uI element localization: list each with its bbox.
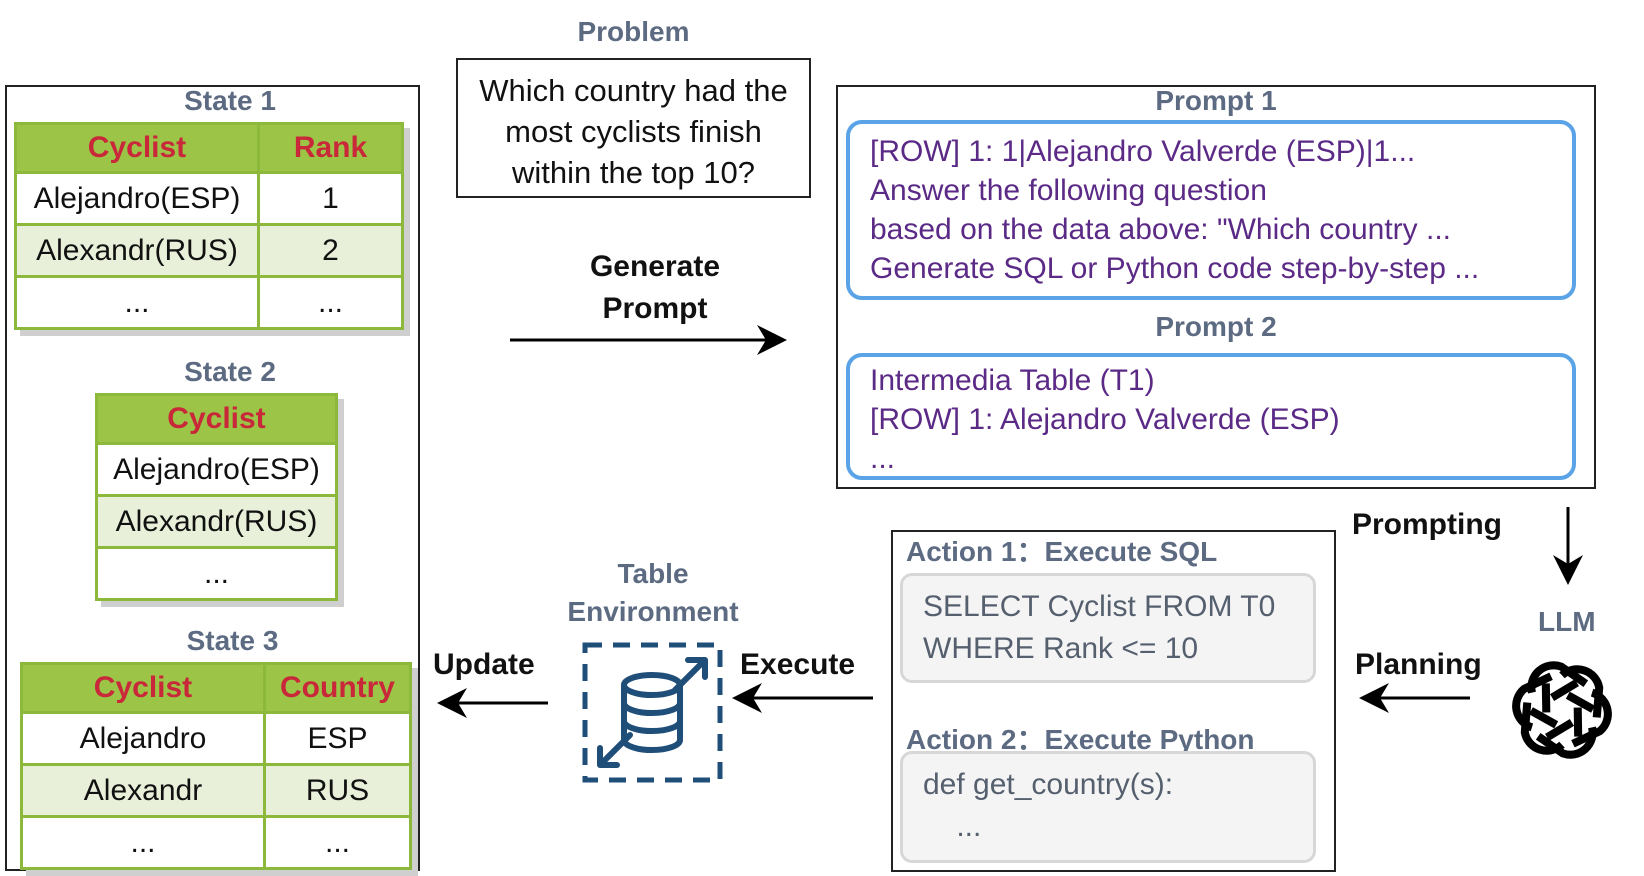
action-1-title: Action 1：Execute SQL: [906, 536, 1218, 567]
problem-line: within the top 10?: [511, 155, 755, 190]
prompt-2-title: Prompt 2: [1155, 311, 1277, 342]
prompt-line: [ROW] 1: Alejandro Valverde (ESP): [870, 403, 1340, 436]
prompt-line: [ROW] 1: 1|Alejandro Valverde (ESP)|1...: [870, 135, 1416, 168]
action-2-title: Action 2：Execute Python: [906, 724, 1255, 755]
table-cell: ...: [14, 275, 260, 330]
header-cell-cyclist: Cyclist: [20, 662, 266, 714]
prompt-line: Answer the following question: [870, 174, 1267, 207]
prompt-line: Intermedia Table (T1): [870, 364, 1155, 397]
table-cell: ESP: [263, 711, 412, 766]
environment-label: Table Environment: [553, 555, 753, 631]
problem-label: Problem: [577, 16, 690, 47]
code-line: SELECT Cyclist FROM T0: [923, 590, 1276, 623]
action-panel: [891, 530, 1336, 872]
table-cell: Alejandro(ESP): [14, 171, 260, 226]
table-cell: ...: [20, 815, 266, 870]
environment-line: Table: [617, 558, 689, 589]
prompt-line: Generate SQL or Python code step-by-step…: [870, 252, 1480, 285]
problem-line: most cyclists finish: [505, 114, 762, 149]
execute-label: Execute: [740, 648, 856, 681]
table-cell: Alexandr(RUS): [95, 494, 338, 549]
header-cell-cyclist: Cyclist: [95, 393, 338, 445]
prompt-1-title: Prompt 1: [1155, 85, 1277, 116]
table-cell: ...: [263, 815, 412, 870]
table-cell: ...: [257, 275, 404, 330]
generate-prompt-line: Prompt: [602, 292, 708, 325]
prompt-line: based on the data above: "Which country …: [870, 213, 1452, 246]
prompt-line: ...: [870, 442, 896, 475]
header-cell-cyclist: Cyclist: [14, 122, 260, 174]
table-cell: RUS: [263, 763, 412, 818]
state-1-title: State 1: [184, 85, 276, 116]
table-cell: 2: [257, 223, 404, 278]
table-cell: Alexandr(RUS): [14, 223, 260, 278]
prompt-panel: [836, 85, 1596, 489]
openai-logo-icon: [1500, 648, 1624, 772]
table-cell: 1: [257, 171, 404, 226]
states-panel: [5, 85, 420, 871]
table-cell: ...: [95, 546, 338, 601]
environment-line: Environment: [567, 596, 739, 627]
table-cell: Alejandro(ESP): [95, 442, 338, 497]
action-2-code: def get_country(s): ...: [900, 751, 1316, 863]
problem-box: Which country had the most cyclists fini…: [456, 58, 811, 198]
table-cell: Alexandr: [20, 763, 266, 818]
problem-line: Which country had the: [479, 73, 788, 108]
llm-label: LLM: [1538, 606, 1596, 637]
prompt-1-box: [ROW] 1: 1|Alejandro Valverde (ESP)|1...…: [846, 120, 1576, 300]
action-1-code: SELECT Cyclist FROM T0 WHERE Rank <= 10: [900, 573, 1316, 683]
state-3-title: State 3: [186, 625, 279, 656]
header-cell-country: Country: [263, 662, 412, 714]
database-icon: [582, 642, 723, 783]
prompting-label: Prompting: [1352, 508, 1502, 541]
table-cell: Alejandro: [20, 711, 266, 766]
code-line: WHERE Rank <= 10: [923, 632, 1199, 665]
code-line: ...: [923, 810, 982, 843]
state-1-table: Cyclist Rank Alejandro(ESP)1 Alexandr(RU…: [14, 122, 404, 330]
state-2-title: State 2: [184, 356, 276, 387]
header-cell-rank: Rank: [257, 122, 404, 174]
generate-prompt-line: Generate: [589, 250, 721, 283]
code-line: def get_country(s):: [923, 768, 1174, 801]
state-2-table: Cyclist Alejandro(ESP) Alexandr(RUS) ...: [95, 393, 338, 601]
planning-label: Planning: [1355, 648, 1482, 681]
prompt-2-box: Intermedia Table (T1) [ROW] 1: Alejandro…: [846, 353, 1576, 480]
generate-prompt-label: Generate Prompt: [540, 246, 770, 330]
update-label: Update: [433, 648, 535, 681]
